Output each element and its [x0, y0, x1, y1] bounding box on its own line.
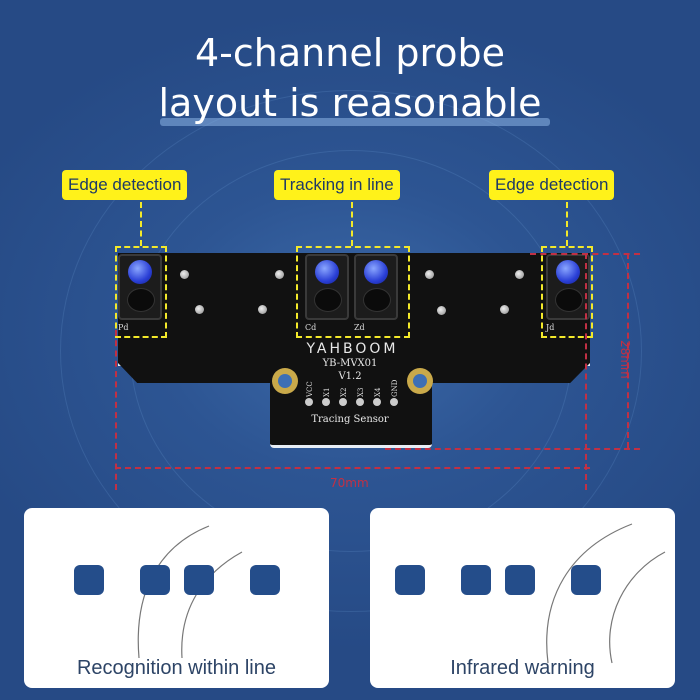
headline-underline — [160, 118, 550, 126]
highlight-box-right — [541, 246, 593, 338]
ir-sensor-1: Pd — [118, 254, 162, 332]
probe-square-icon — [571, 565, 601, 595]
callout-tracking-in-line: Tracking in line — [274, 170, 400, 200]
highlight-box-center — [296, 246, 410, 338]
card-recognition — [24, 508, 329, 688]
ir-receiver-icon — [314, 288, 342, 312]
ir-sensor-2: Cd — [305, 254, 349, 332]
board-model: YB-MVX01 — [322, 358, 378, 369]
header-pin — [322, 398, 330, 406]
probe-square-icon — [395, 565, 425, 595]
via — [437, 306, 446, 315]
header-pin — [373, 398, 381, 406]
probe-square-icon — [140, 565, 170, 595]
via — [195, 305, 204, 314]
pin-label: X4 — [374, 387, 382, 397]
ir-receiver-icon — [127, 288, 155, 312]
sensor-label: Pd — [118, 323, 129, 332]
dimension-line — [115, 330, 117, 490]
dimension-line — [627, 253, 629, 448]
pin-label: X1 — [323, 387, 331, 397]
ir-led-icon — [556, 260, 580, 284]
pin-label: GND — [391, 379, 399, 397]
ir-sensor-3: Zd — [354, 254, 398, 332]
headline-line2: layout is reasonable — [158, 81, 542, 125]
ir-sensor-4: Jd — [546, 254, 590, 332]
probe-square-icon — [184, 565, 214, 595]
header-pin — [339, 398, 347, 406]
callout-edge-detection-right: Edge detection — [489, 170, 615, 200]
probe-square-icon — [74, 565, 104, 595]
card-infrared-caption: Infrared warning — [450, 657, 595, 679]
dimension-line — [585, 253, 587, 490]
via — [500, 305, 509, 314]
pcb-chamfer — [118, 363, 278, 383]
pin-label: X2 — [340, 387, 348, 397]
dimension-line — [530, 253, 640, 255]
highlight-box-left — [115, 246, 167, 338]
sensor-label: Jd — [546, 323, 555, 332]
card-infrared — [370, 508, 675, 688]
brand-logo: YAHBOOM — [306, 341, 399, 357]
callout-connector — [566, 202, 568, 246]
callout-connector — [351, 202, 353, 246]
dimension-line — [115, 467, 590, 469]
mounting-hole — [272, 368, 298, 394]
ir-led-icon — [315, 260, 339, 284]
via — [258, 305, 267, 314]
ir-receiver-icon — [555, 288, 583, 312]
probe-square-icon — [461, 565, 491, 595]
pcb-chamfer — [425, 363, 590, 383]
decorative-ring — [60, 90, 642, 612]
board-name: Tracing Sensor — [311, 414, 389, 425]
mounting-hole — [407, 368, 433, 394]
height-dimension: 28mm — [618, 340, 632, 379]
ir-receiver-icon — [363, 288, 391, 312]
header-pin — [390, 398, 398, 406]
ir-led-icon — [364, 260, 388, 284]
header-pin — [305, 398, 313, 406]
probe-square-icon — [250, 565, 280, 595]
callout-connector — [140, 202, 142, 246]
pcb-connector-section — [270, 360, 432, 448]
warning-arc-icon — [546, 523, 666, 664]
sensor-label: Zd — [354, 323, 365, 332]
board-version: V1.2 — [338, 371, 362, 382]
ir-led-icon — [128, 260, 152, 284]
callout-edge-detection-left: Edge detection — [62, 170, 188, 200]
width-dimension: 70mm — [330, 476, 369, 490]
via — [275, 270, 284, 279]
probe-square-icon — [505, 565, 535, 595]
sensor-label: Cd — [305, 323, 317, 332]
pin-label: X3 — [357, 387, 365, 397]
via — [180, 270, 189, 279]
headline-line1: 4-channel probe — [195, 31, 505, 75]
via — [425, 270, 434, 279]
dimension-line — [385, 448, 640, 450]
card-recognition-caption: Recognition within line — [76, 657, 276, 679]
pin-label: VCC — [306, 381, 314, 397]
header-pin — [356, 398, 364, 406]
via — [515, 270, 524, 279]
